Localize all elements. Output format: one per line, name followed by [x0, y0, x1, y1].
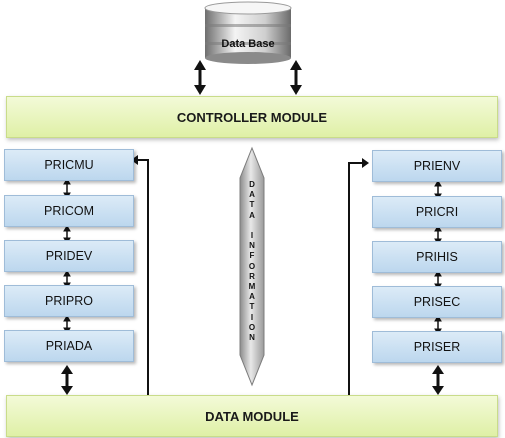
database-label: Data Base [221, 38, 275, 50]
right-bottom-arrow [432, 365, 444, 395]
box-label: PRICMU [44, 158, 94, 172]
controller-module-bar: CONTROLLER MODULE [6, 96, 498, 138]
box-label: PRISER [413, 340, 461, 354]
left-feedback-arrow [131, 155, 149, 396]
box-label: PRIPRO [45, 294, 93, 308]
database-left-arrow [194, 60, 206, 95]
right-box-pricri: PRICRI [372, 196, 502, 228]
data-module-bar: DATA MODULE [6, 395, 498, 437]
box-label: PRICOM [44, 204, 94, 218]
database-right-arrow [290, 60, 302, 95]
right-box-prisec: PRISEC [372, 286, 502, 318]
right-box-priser: PRISER [372, 331, 502, 363]
left-box-priada: PRIADA [4, 330, 134, 362]
box-label: PRICRI [415, 205, 459, 219]
data-information-label: D A T A I N F O R M A T I O N [248, 180, 256, 343]
right-box-prienv: PRIENV [372, 150, 502, 182]
left-bottom-arrow [61, 365, 73, 395]
left-box-pricmu: PRICMU [4, 149, 134, 181]
data-module-label: DATA MODULE [205, 408, 299, 424]
box-label: PRISEC [413, 295, 461, 309]
box-label: PRIENV [413, 159, 461, 173]
right-box-prihis: PRIHIS [372, 241, 502, 273]
data-information-shape [239, 146, 265, 387]
database-icon [204, 1, 292, 64]
right-feedback-arrow [348, 158, 369, 396]
box-label: PRIDEV [45, 249, 93, 263]
left-box-pricom: PRICOM [4, 195, 134, 227]
left-box-pridev: PRIDEV [4, 240, 134, 272]
box-label: PRIADA [45, 339, 93, 353]
left-box-pripro: PRIPRO [4, 285, 134, 317]
controller-module-label: CONTROLLER MODULE [176, 109, 328, 125]
box-label: PRIHIS [416, 250, 458, 264]
